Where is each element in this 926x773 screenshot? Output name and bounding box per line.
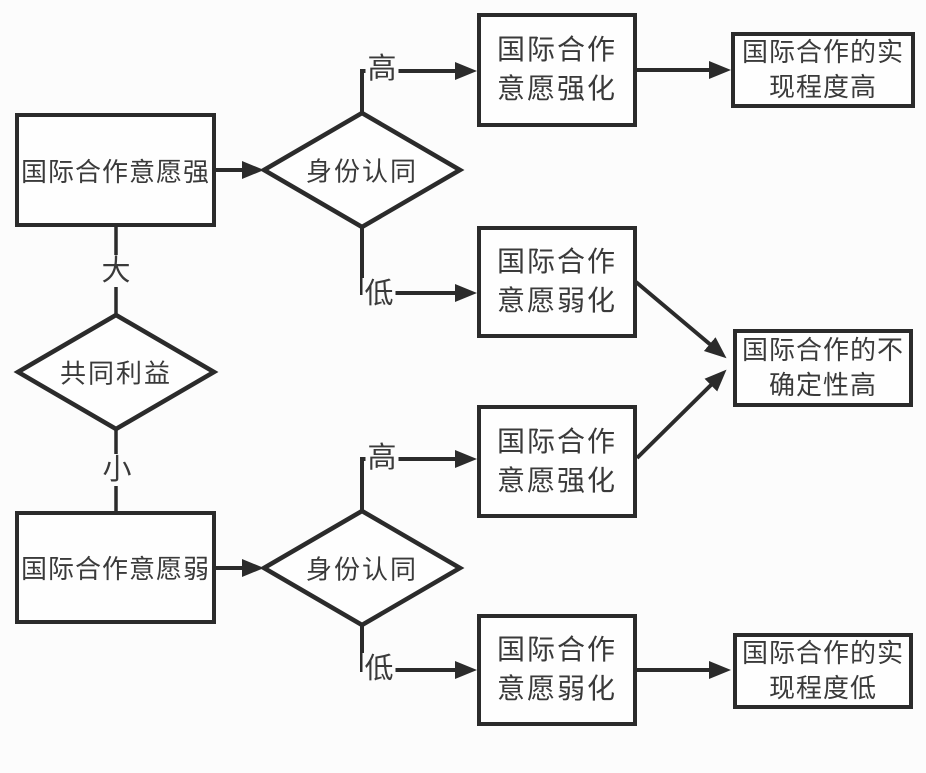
node-weaken-upper: 国际合作 意愿弱化 bbox=[477, 226, 637, 338]
edge-weakenupper-to-uncertain bbox=[634, 280, 727, 359]
diamond-common-interest-label: 共同利益 bbox=[59, 359, 173, 389]
diamond-common-interest-shape bbox=[13, 312, 219, 432]
diamond-identity-bottom-label: 身份认同 bbox=[305, 555, 419, 585]
edge-label-identity-top-low: 低 bbox=[362, 278, 396, 310]
edge-strengthenlower-to-uncertain bbox=[635, 369, 727, 460]
node-outcome-low: 国际合作的实 现程度低 bbox=[733, 633, 913, 709]
edge-label-interest-small: 小 bbox=[100, 454, 134, 486]
node-will-weak: 国际合作意愿弱 bbox=[15, 511, 216, 624]
node-will-strong: 国际合作意愿强 bbox=[15, 113, 216, 227]
node-outcome-high: 国际合作的实 现程度高 bbox=[731, 32, 915, 108]
edge-label-identity-bottom-high: 高 bbox=[365, 442, 399, 474]
diamond-identity-bottom-shape bbox=[259, 508, 465, 628]
edge-label-identity-bottom-low: 低 bbox=[362, 653, 396, 685]
node-outcome-uncertain: 国际合作的不 确定性高 bbox=[733, 329, 913, 407]
node-strengthen-lower: 国际合作 意愿强化 bbox=[477, 405, 637, 518]
node-weaken-bottom: 国际合作 意愿弱化 bbox=[477, 614, 637, 726]
edge-label-interest-large: 大 bbox=[99, 255, 133, 287]
node-strengthen-top: 国际合作 意愿强化 bbox=[477, 13, 637, 127]
edge-label-identity-top-high: 高 bbox=[365, 53, 399, 85]
diamond-identity-top-label: 身份认同 bbox=[305, 157, 419, 187]
diamond-identity-top-shape bbox=[259, 110, 465, 230]
